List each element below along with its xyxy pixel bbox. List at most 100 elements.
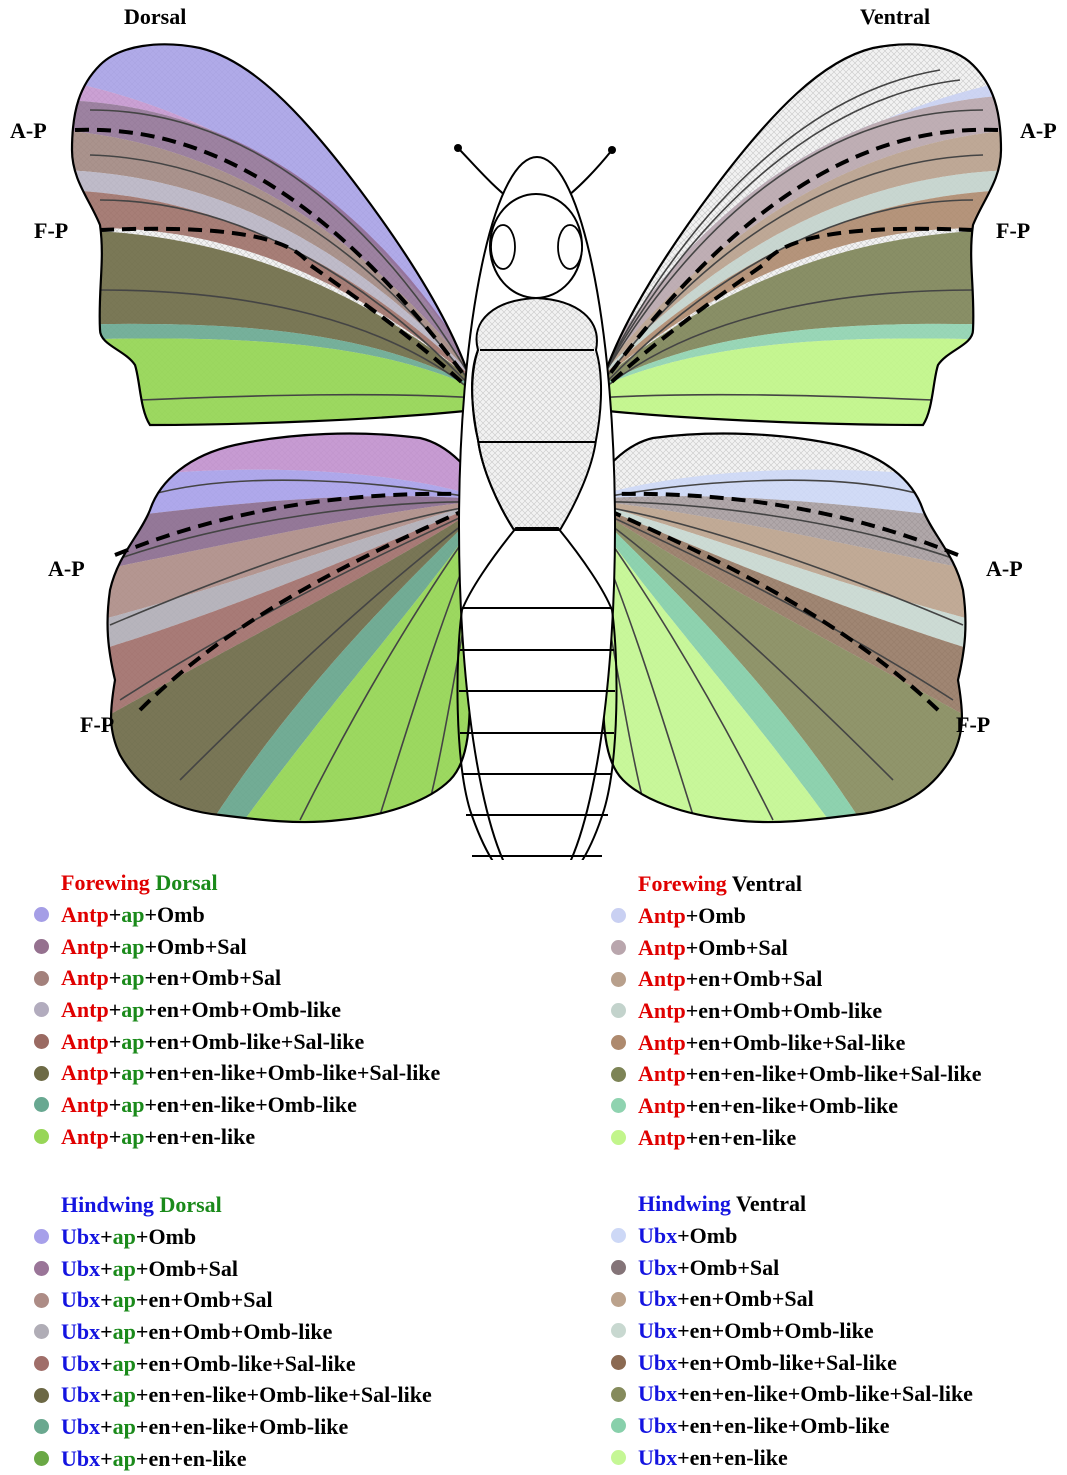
legend-item-segment: Antp — [61, 1026, 109, 1058]
legend-item: Antp+en+en-like+Omb-like+Sal-like — [611, 1058, 982, 1090]
legend-item-segment: +en+en-like+Omb-like — [136, 1411, 348, 1443]
legend-item-segment: +en+en-like+Omb-like — [144, 1089, 356, 1121]
legend-item: Antp+en+Omb+Omb-like — [611, 995, 982, 1027]
legend-item: Antp+ap+en+en-like+Omb-like — [34, 1089, 440, 1121]
legend-item-segment: +Omb+Sal — [686, 932, 788, 964]
legend-item-segment: Ubx — [638, 1315, 677, 1347]
legend-color-swatch — [34, 1388, 49, 1403]
dorsal-label: Dorsal — [124, 4, 186, 30]
legend-item-segment: Antp — [61, 1089, 109, 1121]
legend-item-segment: Ubx — [61, 1443, 100, 1475]
legend-item-segment: ap — [121, 931, 144, 963]
legend-item-segment: + — [100, 1284, 113, 1316]
legend-item-segment: Antp — [638, 1058, 686, 1090]
legend-color-swatch — [34, 1129, 49, 1144]
legend-item-segment: Ubx — [61, 1316, 100, 1348]
legend-item-segment: +en+Omb+Sal — [677, 1283, 814, 1315]
legend-item-segment: ap — [113, 1411, 136, 1443]
legend-item-segment: + — [109, 1026, 122, 1058]
legend-item-segment: Ubx — [61, 1221, 100, 1253]
legend-item-segment: +en+en-like+Omb-like — [677, 1410, 889, 1442]
legend-item-segment: Antp — [61, 931, 109, 963]
legend-item-segment: +en+en-like+Omb-like — [686, 1090, 898, 1122]
legend-item-segment: ap — [121, 1026, 144, 1058]
legend-item-segment: + — [109, 1121, 122, 1153]
legend-item-segment: + — [100, 1411, 113, 1443]
ventral-label: Ventral — [860, 4, 930, 30]
legend-color-swatch — [611, 1450, 626, 1465]
legend-title: Hindwing Dorsal — [34, 1189, 432, 1221]
legend-color-swatch — [34, 1066, 49, 1081]
legend-item: Antp+en+Omb-like+Sal-like — [611, 1027, 982, 1059]
legend-title-segment: Forewing — [638, 871, 727, 896]
legend-color-swatch — [34, 939, 49, 954]
legend-item: Ubx+ap+Omb — [34, 1221, 432, 1253]
legend-item-segment: ap — [113, 1379, 136, 1411]
legend-item: Antp+ap+Omb+Sal — [34, 931, 440, 963]
legend-item: Antp+ap+en+Omb+Omb-like — [34, 994, 440, 1026]
legend-color-swatch — [34, 1002, 49, 1017]
legend-item-segment: ap — [113, 1348, 136, 1380]
legend-item-segment: +en+Omb+Omb-like — [686, 995, 883, 1027]
legend-color-swatch — [34, 1034, 49, 1049]
legend-item-segment: Ubx — [61, 1411, 100, 1443]
legend-title-segment: Dorsal — [150, 870, 218, 895]
legend-item-segment: + — [100, 1253, 113, 1285]
legend-color-swatch — [34, 1419, 49, 1434]
legend-item: Antp+en+en-like+Omb-like — [611, 1090, 982, 1122]
legend-color-swatch — [611, 1130, 626, 1145]
legend-item-segment: +en+Omb+Omb-like — [677, 1315, 874, 1347]
ap-label-left-hindwing: A-P — [48, 556, 85, 582]
legend-title-segment: Forewing — [61, 870, 150, 895]
legend-color-swatch — [611, 1355, 626, 1370]
legend-color-swatch — [611, 1098, 626, 1113]
legend-item: Ubx+Omb+Sal — [611, 1252, 973, 1284]
legend-item: Antp+en+en-like — [611, 1122, 982, 1154]
legend-item-segment: ap — [121, 899, 144, 931]
legend-item-segment: Ubx — [638, 1378, 677, 1410]
legend-item: Antp+Omb+Sal — [611, 932, 982, 964]
legend-color-swatch — [34, 1451, 49, 1466]
legend-item-segment: +Omb — [677, 1220, 737, 1252]
legend-item-segment: +Omb — [144, 899, 204, 931]
legend-item-segment: +en+Omb+Sal — [136, 1284, 273, 1316]
legend-item-segment: ap — [113, 1316, 136, 1348]
legend-item-segment: +en+en-like — [686, 1122, 797, 1154]
legend-item: Ubx+en+en-like+Omb-like+Sal-like — [611, 1378, 973, 1410]
butterfly-drawing — [0, 0, 1067, 860]
legend-color-swatch — [611, 940, 626, 955]
legend-item-segment: Ubx — [638, 1252, 677, 1284]
fp-label-right-forewing: F-P — [996, 218, 1030, 244]
legend-item-segment: Antp — [61, 994, 109, 1026]
legend-color-swatch — [611, 1387, 626, 1402]
legend-item-segment: ap — [121, 1057, 144, 1089]
ap-label-right-forewing: A-P — [1020, 118, 1057, 144]
legend-color-swatch — [34, 1097, 49, 1112]
legend-item: Ubx+en+en-like+Omb-like — [611, 1410, 973, 1442]
legend-item-segment: +en+Omb-like+Sal-like — [144, 1026, 364, 1058]
legend-items: Ubx+OmbUbx+Omb+SalUbx+en+Omb+SalUbx+en+O… — [611, 1220, 973, 1474]
legend-item-segment: Antp — [61, 1121, 109, 1153]
legend-color-swatch — [611, 1035, 626, 1050]
legend-item-segment: +Omb+Sal — [677, 1252, 779, 1284]
legend-item-segment: + — [100, 1316, 113, 1348]
legend-item-segment: Antp — [638, 900, 686, 932]
legend-color-swatch — [611, 1292, 626, 1307]
legend-color-swatch — [611, 972, 626, 987]
legend-color-swatch — [611, 1003, 626, 1018]
legend-item-segment: ap — [113, 1284, 136, 1316]
legend-item-segment: Antp — [638, 1122, 686, 1154]
fp-label-right-hindwing: F-P — [956, 712, 990, 738]
legend-item-segment: ap — [121, 1089, 144, 1121]
legend-item-segment: + — [109, 994, 122, 1026]
legend-title-segment: Hindwing — [61, 1192, 154, 1217]
legend-item-segment: +en+Omb-like+Sal-like — [686, 1027, 906, 1059]
legend-item-segment: Antp — [638, 932, 686, 964]
legend-item-segment: Ubx — [61, 1348, 100, 1380]
legend-item-segment: +en+en-like — [144, 1121, 255, 1153]
legend-item-segment: Ubx — [61, 1253, 100, 1285]
legend-item: Antp+en+Omb+Sal — [611, 963, 982, 995]
legend-title-segment: Dorsal — [154, 1192, 222, 1217]
legend-item-segment: Ubx — [638, 1220, 677, 1252]
legend-item: Antp+ap+Omb — [34, 899, 440, 931]
